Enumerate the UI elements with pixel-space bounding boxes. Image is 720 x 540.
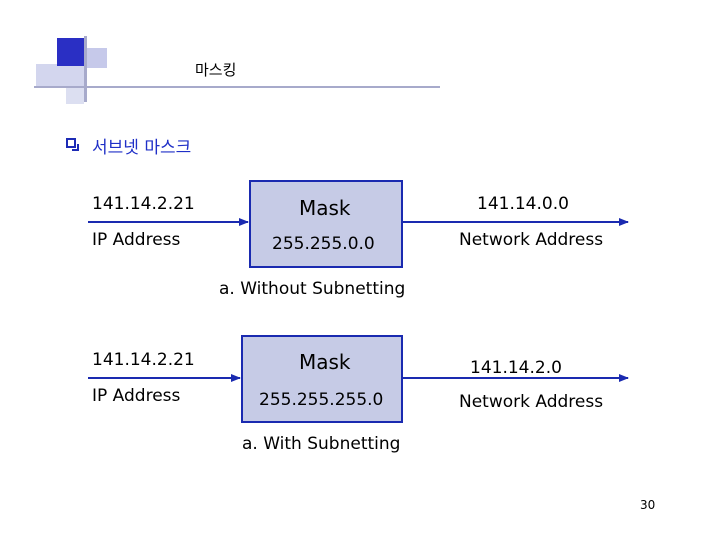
mask-value-a: 255.255.0.0 [272, 234, 375, 254]
page-number: 30 [640, 498, 656, 512]
header-decoration-square [57, 38, 85, 66]
mask-label-b: Mask [299, 350, 351, 374]
bullet-checkbox-icon [66, 138, 79, 151]
input-ip-label-a: IP Address [92, 230, 181, 250]
mask-label-a: Mask [299, 196, 351, 220]
output-network-label-a: Network Address [459, 230, 604, 250]
mask-value-b: 255.255.255.0 [259, 390, 384, 410]
output-network-address-b: 141.14.2.0 [470, 358, 562, 378]
mask-box-b [241, 335, 403, 423]
mask-box-a [249, 180, 403, 268]
header-decoration-square [66, 86, 84, 104]
caption-b: a. With Subnetting [242, 434, 401, 454]
output-network-address-a: 141.14.0.0 [477, 194, 569, 214]
section-heading: 서브넷 마스크 [92, 138, 192, 158]
header-decoration-square [85, 48, 107, 68]
caption-a: a. Without Subnetting [219, 279, 406, 299]
header-divider-horizontal [34, 86, 440, 88]
header-decoration-square [36, 64, 84, 86]
input-ip-address-b: 141.14.2.21 [92, 350, 195, 370]
header-divider-vertical [84, 36, 87, 102]
output-network-label-b: Network Address [459, 392, 604, 412]
input-ip-label-b: IP Address [92, 386, 181, 406]
input-ip-address-a: 141.14.2.21 [92, 194, 195, 214]
page-title: 마스킹 [195, 61, 237, 79]
